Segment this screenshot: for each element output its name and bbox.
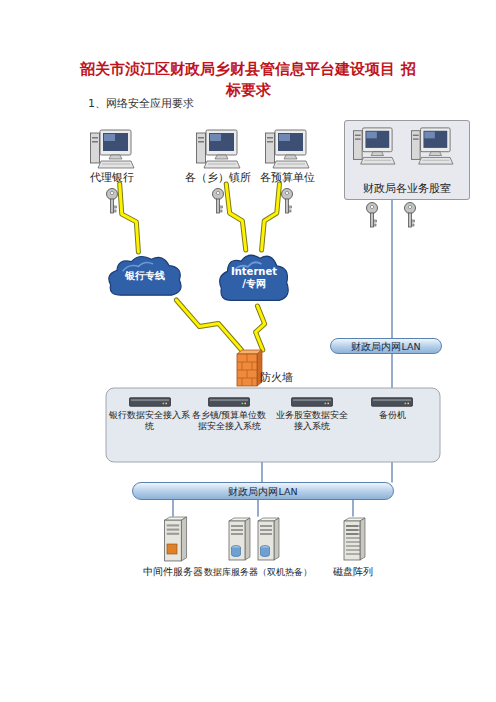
network-wire — [353, 500, 354, 516]
client-computer: 各（乡）镇所 — [180, 128, 256, 184]
database-disk-icon — [261, 546, 270, 557]
rack-device-icon — [371, 398, 412, 407]
node-label: 磁盘阵列 — [303, 566, 403, 578]
node-label: 各乡镇/预算单位数据安全接入系统 — [190, 410, 268, 432]
node-label: 银行专线 — [125, 270, 165, 282]
firewall-icon — [237, 350, 262, 386]
lan-bus: 财政局内网LAN — [330, 338, 442, 354]
firewall: 防火墙 — [236, 350, 294, 386]
server-icon — [258, 518, 279, 560]
node-label: 代理银行 — [54, 171, 170, 184]
key-icon — [367, 203, 378, 228]
node-label: Internet /专网 — [228, 266, 280, 290]
node-label: 业务股室数据安全接入系统 — [272, 410, 352, 432]
section-heading: 1、网络安全应用要求 — [88, 96, 194, 111]
computer-icon — [91, 130, 135, 168]
node-label: 银行数据安全接入系统 — [108, 410, 190, 432]
access-device: 银行数据安全接入系统 — [108, 394, 190, 450]
computer-icon — [197, 130, 241, 168]
server: 数据库服务器（双机热备） — [199, 516, 317, 578]
server: 磁盘阵列 — [323, 516, 383, 578]
disk-array-icon — [344, 518, 365, 560]
lan-bus: 财政局内网LAN — [132, 482, 394, 500]
network-cloud: Internet /专网 — [216, 250, 292, 306]
rack-device-icon — [208, 398, 249, 407]
node-label: 财政局内网LAN — [228, 486, 297, 497]
network-cloud: 银行专线 — [105, 252, 185, 300]
server-icon — [165, 517, 187, 561]
node-label: 财政局内网LAN — [351, 341, 420, 352]
key-icon — [405, 203, 416, 228]
server-icon — [229, 518, 250, 560]
key-icon — [107, 189, 118, 214]
network-wire — [258, 500, 259, 516]
network-wire — [173, 500, 174, 516]
client-computer: 代理银行 — [78, 128, 146, 184]
lightning-link — [256, 306, 265, 350]
node-label: 备份机 — [352, 410, 432, 421]
backup-device: 备份机 — [352, 394, 432, 450]
lightning-link — [120, 184, 139, 252]
client-computer: 各预算单位 — [256, 128, 318, 184]
access-device: 业务股室数据安全接入系统 — [272, 394, 352, 450]
network-wire — [261, 462, 263, 482]
lightning-link — [176, 300, 241, 350]
key-icon — [213, 189, 224, 214]
office-group: 财政局各业务股室 — [344, 120, 470, 200]
node-label: 数据库服务器（双机热备） — [179, 566, 337, 578]
computer-icon — [266, 130, 310, 168]
node-label: 各预算单位 — [232, 171, 342, 184]
rack-device-icon — [129, 398, 170, 407]
access-group-box — [106, 388, 440, 462]
rack-device-icon — [291, 398, 332, 407]
computer-icon — [354, 128, 395, 164]
node-label: 防火墙 — [260, 371, 293, 383]
server-badge — [167, 544, 177, 554]
access-device: 各乡镇/预算单位数据安全接入系统 — [190, 394, 268, 450]
office-group-fill — [344, 120, 470, 200]
network-wire — [392, 200, 393, 338]
server: 中间件服务器 — [138, 516, 208, 578]
lightning-link — [226, 184, 245, 250]
database-disk-icon — [232, 546, 241, 557]
computer-icon — [412, 128, 453, 164]
lightning-link — [262, 184, 280, 250]
node-label: 财政局各业务股室 — [345, 182, 469, 195]
page-title: 韶关市浈江区财政局乡财县管信息平台建设项目 招标要求 — [78, 58, 418, 100]
key-icon — [282, 189, 293, 214]
